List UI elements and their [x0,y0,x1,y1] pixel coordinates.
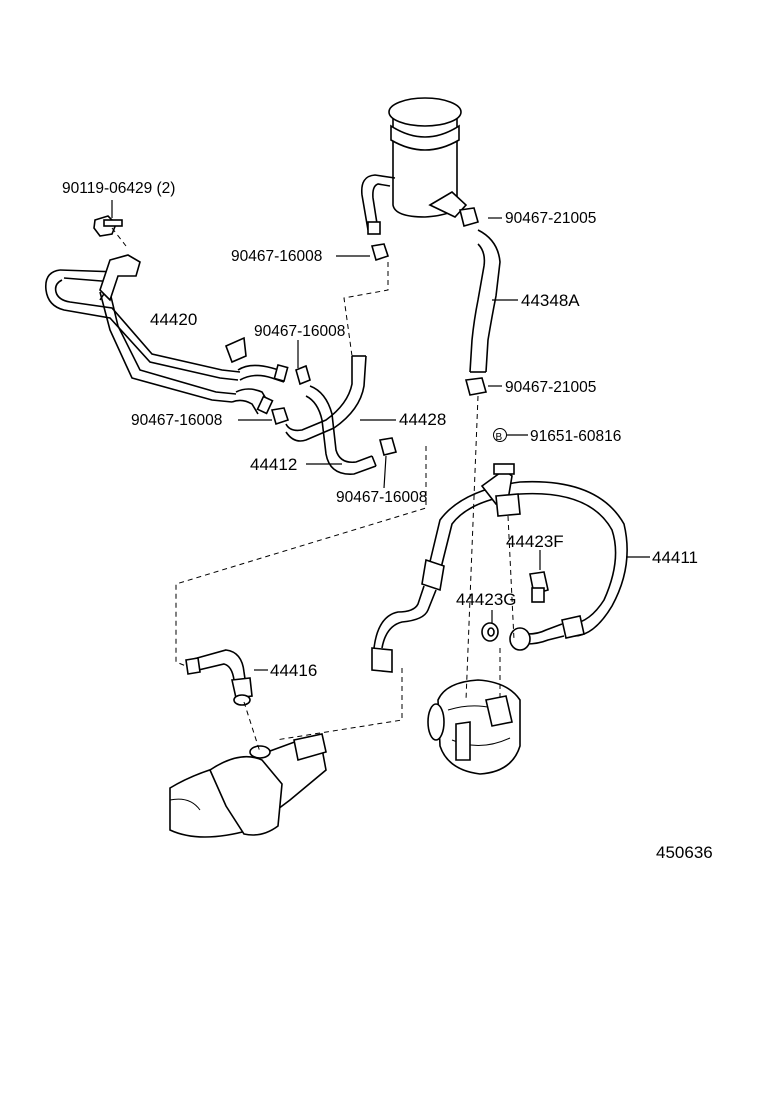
label-44423f: 44423F [506,532,564,551]
bolt-marker-circle [493,428,507,442]
leader-lines [111,200,650,671]
part-labels: 90119-06429 (2) 90467-16008 90467-21005 … [62,180,713,862]
bolt-marker-letter: B [496,432,503,443]
clip-90467-16008-left [270,407,290,426]
clip-90467-16008-top [370,243,390,262]
power-steering-pump [427,679,521,775]
label-90467-21005-top: 90467-21005 [505,210,596,227]
label-44420: 44420 [150,310,197,329]
connection-lines [111,227,515,753]
label-91651-60816: 91651-60816 [530,428,621,445]
label-90467-16008-top: 90467-16008 [231,248,322,265]
tube-44416 [185,649,253,706]
clip-90467-21005-mid [464,377,488,396]
label-90467-16008-low: 90467-16008 [336,489,427,506]
clip-90467-16008-low [379,437,397,456]
label-44412: 44412 [250,455,297,474]
label-90467-16008-mid: 90467-16008 [254,323,345,340]
label-90467-16008-left: 90467-16008 [131,412,222,429]
label-44411: 44411 [652,548,698,567]
bolt-91651-60816 [493,463,515,475]
steering-gear-housing [169,733,327,838]
diagram-code: 450636 [656,843,713,862]
pressure-hose-44411 [371,469,628,673]
label-44423g: 44423G [456,590,517,609]
clip-90467-16008-mid [295,364,311,386]
hose-44412 [305,385,377,475]
gasket-44423g [481,622,499,642]
union-bolt-44423f [529,571,549,603]
reservoir-tank [360,97,468,235]
label-90467-21005-mid: 90467-21005 [505,379,596,396]
label-90119-06429: 90119-06429 (2) [62,180,175,197]
label-44416: 44416 [270,661,317,680]
cooler-tube-44420 [44,254,289,415]
clip-90467-21005-top [459,207,479,227]
hose-44348a [469,229,501,373]
label-44348a: 44348A [521,291,580,310]
bolt-90119-06429 [93,215,123,237]
label-44428: 44428 [399,410,446,429]
